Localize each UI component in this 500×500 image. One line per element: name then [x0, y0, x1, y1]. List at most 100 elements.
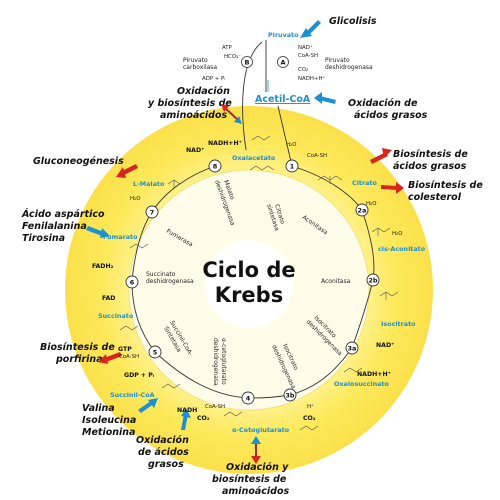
arrow-in-glicolisis	[306, 20, 321, 35]
enzyme-succinato-deshidrogenasa-1: Succinato	[146, 271, 176, 278]
cof-coash-5: CoA-SH	[119, 354, 139, 360]
arrow-in-aspartico	[86, 226, 104, 236]
cof-nad-top: NAD⁺	[298, 44, 313, 51]
cof-h2o-2b: H₂O	[392, 231, 402, 237]
cof-nadh-top: NADH+H⁺	[298, 75, 325, 82]
svg-text:ácidos grasos: ácidos grasos	[393, 161, 467, 172]
side-oxidacion-aa-top: Oxidación y biosíntesis de aminoácidos	[148, 86, 242, 124]
step-circle-s5	[148, 345, 162, 359]
step-label-s3a: 3a	[348, 344, 357, 352]
side-biosintesis-grasos: Biosíntesis de ácidos grasos	[370, 148, 468, 172]
step-circle-s3b	[283, 388, 297, 402]
molecule-sketches	[119, 135, 399, 431]
arrow-in-oxidacion-grasos-top	[319, 96, 336, 104]
center-title-line2: Krebs	[215, 283, 283, 307]
metabolite-l-malato: L-Malato	[133, 180, 165, 188]
cof-co2-3b: CO₂	[303, 415, 316, 422]
step-label-s3b: 3b	[285, 391, 295, 399]
step-a-label: A	[280, 59, 285, 67]
center-disc	[205, 240, 293, 328]
cof-fad-6: FAD	[102, 295, 115, 302]
svg-text:Glicolisis: Glicolisis	[329, 16, 377, 27]
arrow-bidir-aa-top	[224, 107, 239, 121]
cof-hco3: HCO₃⁻	[224, 54, 241, 60]
svg-text:Oxidación y: Oxidación y	[226, 462, 289, 473]
cof-h-3b: H⁺	[307, 403, 314, 410]
pyruvate-to-oxaloacetate-line	[242, 41, 263, 151]
side-oxidacion-grasos-top: Oxidación de ácidos grasos	[314, 92, 428, 121]
enzyme-piruvato-deshidrogenasa-2: deshidrogenasa	[325, 64, 373, 71]
svg-text:Valina: Valina	[82, 403, 115, 414]
step-a-circle	[277, 56, 289, 68]
enzyme-piruvato-carboxilasa-2: carboxilasa	[183, 64, 217, 71]
cof-coash-4: CoA-SH	[205, 404, 225, 410]
step-label-s8: 8	[213, 162, 218, 170]
cof-fadh2-6: FADH₂	[92, 263, 114, 270]
svg-text:Tirosina: Tirosina	[22, 233, 65, 244]
step-label-s7: 7	[150, 208, 155, 216]
enzyme-aconitasa-2: Aconitasa	[321, 278, 351, 285]
cof-gtp-5: GTP	[118, 346, 132, 353]
side-valina: Valina Isoleucina Metionina	[82, 398, 158, 438]
step-b-label: B	[245, 59, 250, 67]
step-circle-s4	[241, 391, 255, 405]
step-circle-s6	[125, 275, 139, 289]
svg-text:aminoácidos: aminoácidos	[222, 486, 289, 497]
side-glicolisis: Glicolisis	[300, 16, 377, 38]
svg-text:Oxidación de: Oxidación de	[348, 98, 418, 109]
acetyl-to-cycle-line	[277, 105, 293, 167]
step-label-s4: 4	[246, 394, 251, 402]
cof-h2o-1: H₂O	[286, 142, 296, 148]
svg-text:Biosíntesis de: Biosíntesis de	[393, 149, 468, 160]
metabolite-cis-aconitato: cis-Aconitato	[378, 245, 426, 253]
svg-text:porfirina: porfirina	[55, 354, 103, 365]
metabolite-succinil-coa: Succinil-CoA	[110, 391, 155, 399]
cof-nadh-8: NADH+H⁺	[208, 140, 242, 147]
arrow-out-porfirina	[104, 352, 122, 362]
cof-nadh-4: NADH	[177, 407, 197, 414]
enzyme-piruvato-deshidrogenasa-1: Piruvato	[325, 57, 350, 64]
svg-text:Metionina: Metionina	[82, 427, 135, 438]
svg-text:Isoleucina: Isoleucina	[82, 415, 136, 426]
step-circle-s3a	[345, 341, 359, 355]
svg-text:Biosíntesis de: Biosíntesis de	[40, 342, 115, 353]
cof-atp: ATP	[222, 45, 233, 51]
cof-nad-8: NAD⁺	[186, 147, 204, 154]
svg-text:ácidos grasos: ácidos grasos	[354, 110, 428, 121]
metabolite-cetoglutarato: α-Cetoglutarato	[232, 426, 290, 434]
side-biosintesis-porfirina: Biosíntesis de porfirina	[40, 342, 122, 365]
svg-text:Oxidación: Oxidación	[136, 435, 189, 446]
svg-text:aminoácidos: aminoácidos	[160, 110, 227, 121]
svg-text:grasos: grasos	[148, 459, 184, 470]
cof-nadh-3a: NADH+H⁺	[357, 371, 391, 378]
side-oxidacion-grasos-bottom: Oxidación de ácidos grasos	[136, 408, 191, 470]
metabolite-oxalosuccinato: Oxalosuccinato	[334, 380, 389, 388]
side-biosintesis-colesterol: Biosíntesis de colesterol	[381, 180, 483, 203]
metabolite-isocitrato: Isocitrato	[381, 320, 416, 328]
step-circle-s2a	[355, 203, 369, 217]
cof-h2o-7: H₂O	[130, 196, 140, 202]
enzyme-piruvato-carboxilasa-1: Piruvato	[183, 57, 208, 64]
cycle-path	[131, 165, 375, 399]
arrow-out-biosintesis-colesterol	[381, 185, 398, 190]
side-oxidacion-aa-bottom: Oxidación y biosíntesis de aminoácidos	[212, 436, 289, 497]
enzyme-cetoglutarato-deshidrogenasa-1: α-cetoglutarato	[220, 338, 227, 385]
metabolite-piruvato: Piruvato	[268, 31, 299, 39]
metabolite-fumarato: Fumarato	[103, 233, 138, 241]
step-circle-s8	[208, 159, 222, 173]
svg-text:Fenilalanina: Fenilalanina	[22, 221, 87, 232]
side-gluconeogenesis: Gluconeogénesis	[33, 156, 138, 178]
svg-text:biosíntesis de: biosíntesis de	[212, 474, 287, 485]
cof-h2o-2a: H₂O	[366, 201, 376, 207]
step-circle-s1	[285, 159, 299, 173]
svg-text:y biosíntesis de: y biosíntesis de	[148, 98, 232, 109]
enzyme-cetoglutarato-deshidrogenasa-2: deshidrogenasa	[212, 338, 219, 386]
metabolite-succinato: Succinato	[98, 312, 134, 320]
step-label-s2b: 2b	[368, 276, 378, 284]
step-circle-s7	[145, 205, 159, 219]
center-title-line1: Ciclo de	[202, 258, 295, 282]
metabolite-citrato: Citrato	[352, 179, 377, 187]
cof-co2-top: CO₂	[298, 67, 308, 73]
step-label-s1: 1	[290, 162, 295, 170]
